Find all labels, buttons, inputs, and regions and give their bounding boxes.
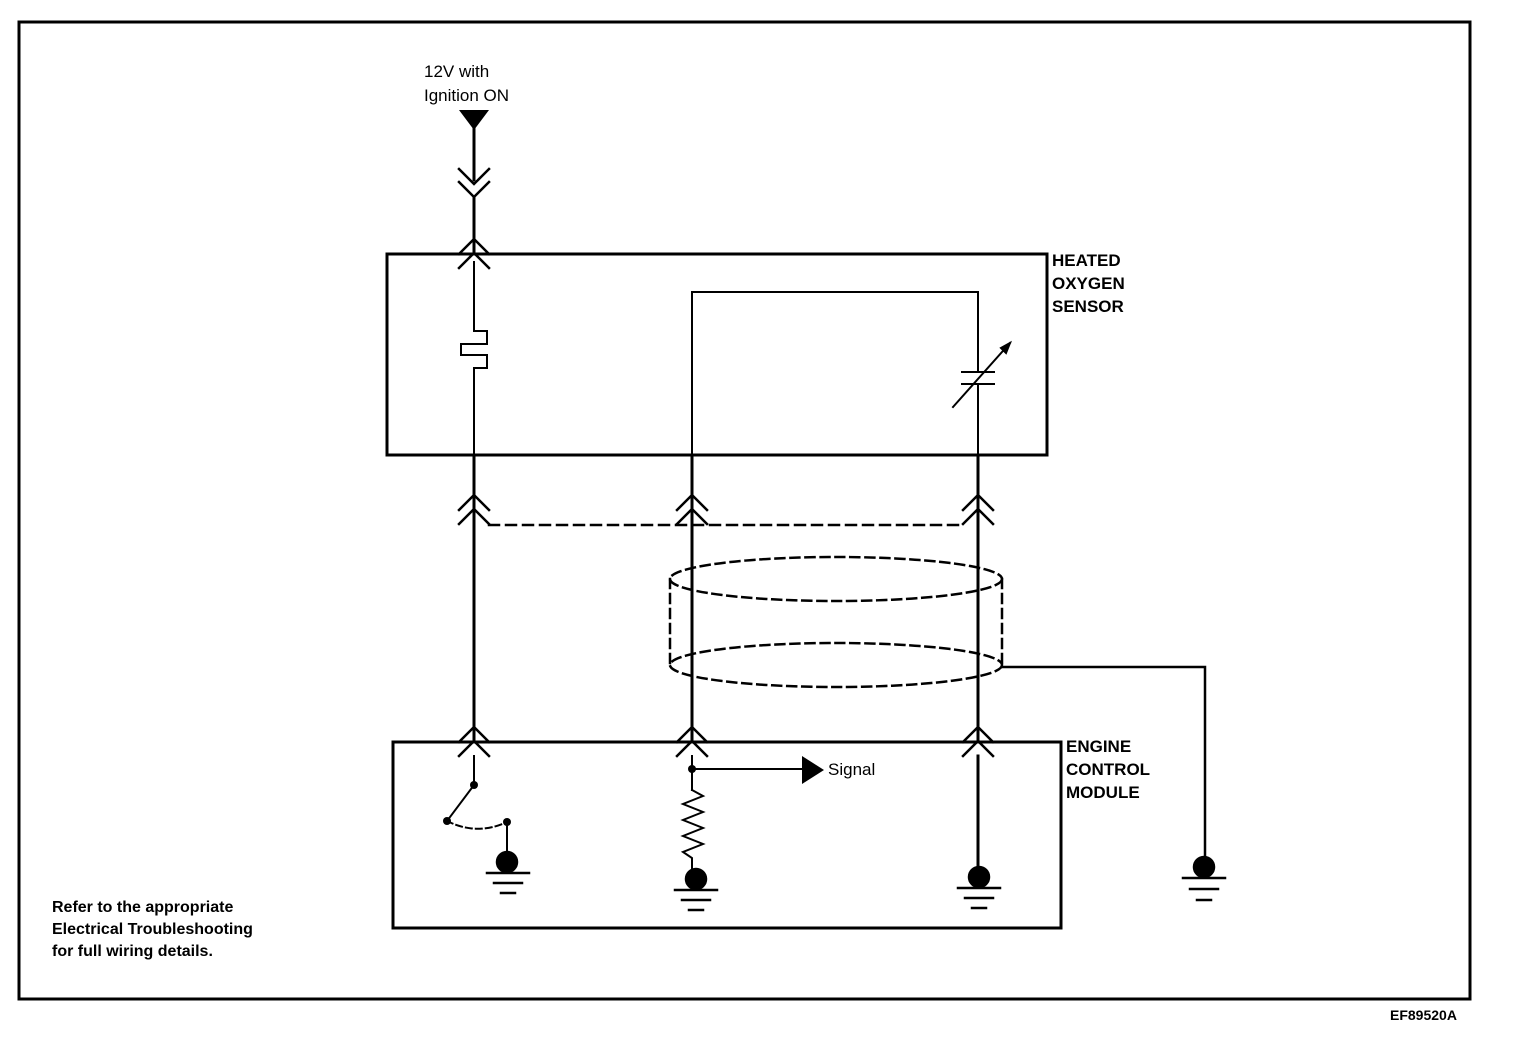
- switch-ground-contact-icon: [503, 818, 511, 826]
- resistor-icon: [680, 788, 706, 869]
- diagram-frame: [17, 20, 1472, 1001]
- heater-element-icon: [460, 261, 488, 456]
- signal-label: Signal: [828, 760, 876, 779]
- switch-contact-icon: [443, 817, 451, 825]
- ground-signal-icon: [673, 867, 719, 912]
- engine-control-module-label: ENGINE CONTROL MODULE: [1066, 737, 1151, 802]
- shield-drain-wire: [1000, 665, 1207, 860]
- switch-pivot-icon: [470, 781, 478, 789]
- heater-switch-icon: [445, 755, 509, 861]
- wire-shield-icon: [668, 555, 1004, 689]
- figure-id: EF89520A: [1390, 1007, 1457, 1023]
- power-source-label: 12V with Ignition ON: [424, 62, 510, 105]
- engine-control-module-box: [391, 740, 1063, 930]
- heated-oxygen-sensor-label: HEATED OXYGEN SENSOR: [1052, 251, 1125, 316]
- variable-capacitor-icon: [951, 340, 1012, 456]
- ground-switch-icon: [485, 850, 531, 895]
- ground-sensor-icon: [956, 865, 1002, 910]
- reference-note: Refer to the appropriate Electrical Trou…: [52, 899, 253, 960]
- connector-sensor-output-icon: [457, 493, 995, 526]
- heated-oxygen-sensor-box: [385, 252, 1049, 457]
- power-source-icon: [459, 110, 489, 130]
- sensor-internal-wire: [691, 291, 979, 456]
- signal-arrow-icon: [802, 756, 824, 784]
- ground-shield-icon: [1181, 855, 1227, 902]
